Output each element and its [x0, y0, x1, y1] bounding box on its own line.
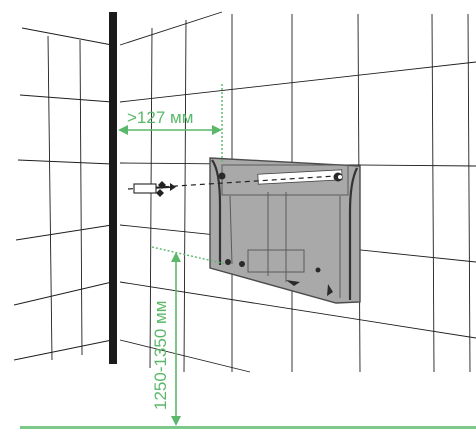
arrowhead-bottom — [171, 416, 181, 426]
arrowhead-right — [212, 125, 222, 135]
vertical-height-label: 1250-1350 мм — [151, 301, 170, 410]
arrowhead-top — [171, 252, 181, 262]
mounting-plate — [209, 157, 361, 304]
vertical-dimension: 1250-1350 мм — [151, 246, 227, 426]
wall-corner-post — [109, 12, 117, 364]
dowel-screw — [127, 175, 337, 197]
horizontal-distance-label: >127 мм — [127, 108, 193, 127]
left-wall-tiles — [13, 27, 113, 361]
vertical-extension-line — [151, 246, 227, 265]
floor-line — [20, 426, 476, 429]
right-wall-tiles — [119, 11, 476, 373]
horizontal-dimension: >127 мм — [118, 84, 223, 162]
arrowhead-left — [118, 125, 128, 135]
